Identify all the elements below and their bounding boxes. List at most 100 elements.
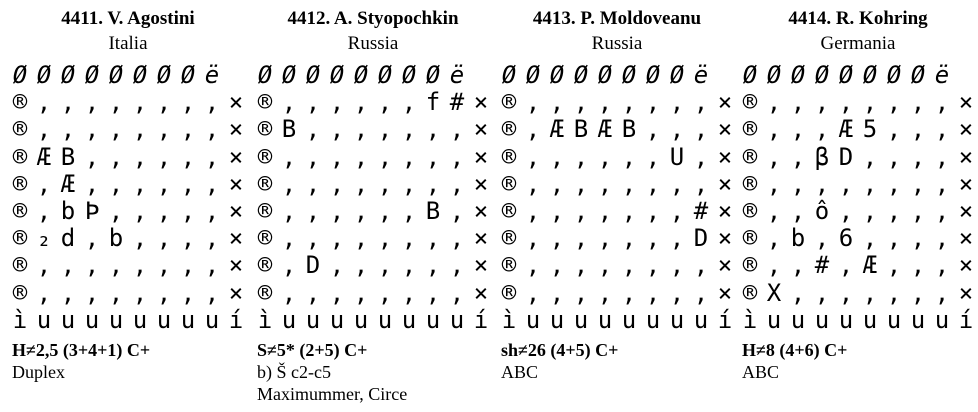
diagram-glyph: , — [36, 278, 52, 307]
diagram-glyph: Ø — [108, 61, 124, 89]
diagram-glyph: B — [621, 115, 637, 144]
diagram-glyph: , — [525, 251, 541, 280]
diagram-glyph: , — [934, 278, 950, 307]
problem-title: 4411. V. Agostini — [61, 8, 195, 29]
diagram-glyph: , — [549, 169, 565, 198]
diagram-glyph: , — [329, 142, 345, 171]
diagram-glyph: , — [132, 142, 148, 171]
diagram-glyph: , — [401, 278, 417, 307]
stipulation: sh≠26 (4+5) C+ — [501, 340, 619, 360]
diagram-glyph: × — [717, 88, 733, 117]
diagram-glyph: u — [425, 305, 441, 334]
diagram-glyph: , — [573, 169, 589, 198]
diagram-glyph: b — [790, 224, 806, 253]
diagram-glyph: , — [60, 251, 76, 280]
diagram-glyph: u — [156, 305, 172, 334]
diagram-glyph: , — [549, 224, 565, 253]
diagram-glyph: , — [790, 142, 806, 171]
problem-country: Italia — [108, 33, 148, 54]
diagram-glyph: , — [621, 142, 637, 171]
diagram-rank: ®,,,,,,,,× — [8, 89, 248, 116]
diagram-glyph: , — [132, 88, 148, 117]
diagram-glyph: × — [473, 197, 489, 225]
diagram-glyph: , — [449, 169, 465, 198]
diagram-glyph: , — [204, 142, 220, 171]
diagram-glyph: , — [934, 251, 950, 280]
problem-country: Germania — [820, 33, 896, 54]
diagram-glyph: u — [669, 305, 685, 334]
diagram-glyph: Ø — [84, 61, 100, 89]
diagram-glyph: ® — [257, 278, 273, 307]
diagram-glyph: , — [353, 115, 369, 144]
diagram-glyph: , — [204, 224, 220, 253]
diagram-glyph: , — [377, 278, 393, 307]
diagram-glyph: , — [910, 251, 926, 280]
diagram-glyph: , — [305, 224, 321, 253]
diagram-glyph: Ø — [156, 61, 172, 89]
diagram-glyph: ì — [257, 305, 273, 334]
diagram-glyph: , — [425, 224, 441, 253]
diagram-glyph: , — [353, 88, 369, 117]
diagram-glyph: , — [401, 169, 417, 198]
diagram-glyph: ® — [742, 115, 758, 144]
diagram-glyph: , — [886, 224, 902, 253]
diagram-glyph: , — [329, 115, 345, 144]
diagram-glyph: , — [60, 88, 76, 117]
diagram-glyph: × — [958, 142, 974, 171]
diagram-glyph: , — [281, 169, 297, 198]
diagram-glyph: , — [156, 251, 172, 280]
diagram-glyph: b — [60, 197, 76, 225]
diagram-glyph: , — [180, 251, 196, 280]
diagram-glyph: Ø — [257, 61, 273, 89]
diagram-glyph: , — [910, 115, 926, 144]
diagram-glyph: , — [353, 169, 369, 198]
diagram-glyph: , — [693, 169, 709, 198]
diagram-glyph: ® — [501, 169, 517, 198]
diagram-glyph: ® — [501, 224, 517, 253]
diagram-glyph: × — [473, 115, 489, 144]
diagram-glyph: ® — [501, 142, 517, 171]
diagram-glyph: í — [228, 305, 244, 334]
diagram-glyph: u — [766, 305, 782, 334]
diagram-glyph: , — [838, 251, 854, 280]
diagram-glyph: , — [425, 115, 441, 144]
problem-notes: sh≠26 (4+5) C+ABC — [501, 339, 737, 383]
diagram-glyph: Ø — [281, 61, 297, 89]
diagram-glyph: ® — [12, 142, 28, 171]
diagram-glyph: , — [790, 278, 806, 307]
diagram-glyph: × — [958, 224, 974, 253]
diagram-glyph: u — [934, 305, 950, 334]
diagram-glyph: Ø — [132, 61, 148, 89]
diagram-glyph: í — [717, 305, 733, 334]
diagram-glyph: ® — [12, 251, 28, 280]
diagram-glyph: , — [204, 115, 220, 144]
diagram-glyph: Æ — [862, 251, 878, 280]
diagram-glyph: × — [717, 142, 733, 171]
diagram-glyph: , — [281, 251, 297, 280]
diagram-glyph: u — [790, 305, 806, 334]
diagram-glyph: 5 — [862, 115, 878, 144]
diagram-glyph: u — [180, 305, 196, 334]
diagram-glyph: , — [281, 278, 297, 307]
diagram-glyph: , — [204, 169, 220, 198]
diagram-glyph: Ø — [549, 61, 565, 89]
problem-notes: H≠8 (4+6) C+ABC — [742, 339, 978, 383]
diagram-glyph: , — [180, 142, 196, 171]
diagram-glyph: , — [910, 88, 926, 117]
diagram-glyph: , — [132, 115, 148, 144]
diagram-glyph: , — [910, 278, 926, 307]
diagram-glyph: × — [958, 278, 974, 307]
diagram-glyph: Ø — [60, 61, 76, 89]
diagram-glyph: , — [132, 278, 148, 307]
diagram-glyph: Æ — [597, 115, 613, 144]
diagram-glyph: , — [204, 88, 220, 117]
problem-country: Russia — [347, 33, 399, 54]
diagram-rank: ®,Æ,,,,,,× — [8, 169, 248, 198]
diagram-glyph: , — [305, 278, 321, 307]
diagram-glyph: , — [108, 142, 124, 171]
diagram-glyph: , — [180, 278, 196, 307]
diagram-glyph: Ø — [329, 61, 345, 89]
diagram-glyph: Æ — [838, 115, 854, 144]
